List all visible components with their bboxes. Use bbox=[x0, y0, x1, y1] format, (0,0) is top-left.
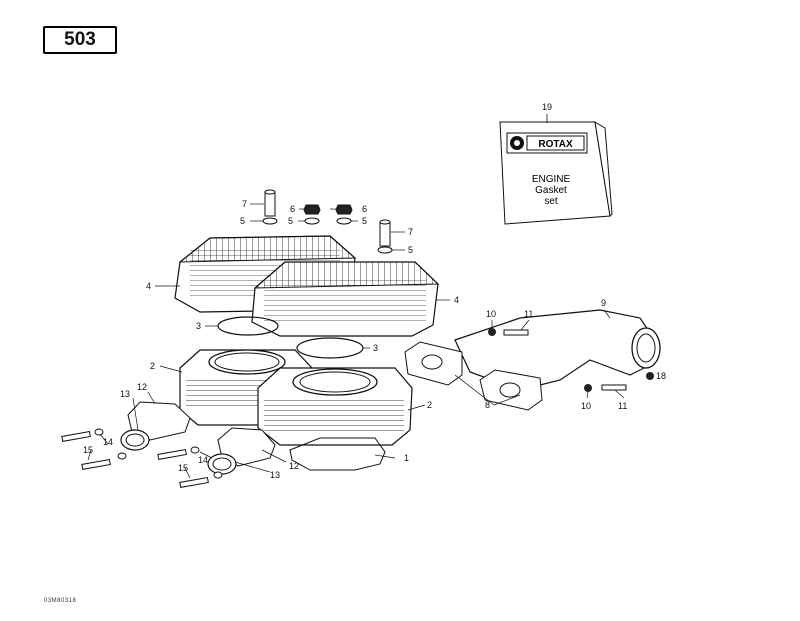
head-spacer-left bbox=[264, 189, 276, 217]
head-spacer-right bbox=[379, 219, 391, 247]
cylinder-right bbox=[257, 367, 413, 446]
callout-9: 9 bbox=[601, 298, 606, 308]
washers bbox=[262, 217, 393, 254]
callout-12-right: 12 bbox=[289, 461, 299, 471]
cylinder-head-right bbox=[251, 261, 440, 337]
callout-2-left: 2 bbox=[150, 361, 155, 371]
engine-gasket-set-box: ROTAX ENGINE Gasket set bbox=[499, 114, 613, 225]
callout-2-right: 2 bbox=[427, 400, 432, 410]
callout-6-a: 6 bbox=[290, 204, 295, 214]
callout-12-left: 12 bbox=[137, 382, 147, 392]
callout-15-right: 15 bbox=[178, 463, 188, 473]
callout-5-a: 5 bbox=[240, 216, 245, 226]
rotax-brand-text: ROTAX bbox=[538, 139, 573, 150]
callout-7-left: 7 bbox=[242, 199, 247, 209]
gasket-line-3: set bbox=[544, 196, 558, 207]
callout-13-left: 13 bbox=[120, 389, 130, 399]
callout-8: 8 bbox=[485, 400, 490, 410]
intake-socket-left bbox=[120, 401, 191, 451]
callout-6-b: 6 bbox=[362, 204, 367, 214]
callout-10-bottom: 10 bbox=[581, 401, 591, 411]
callout-7-right: 7 bbox=[408, 227, 413, 237]
nuts bbox=[303, 204, 353, 215]
callouts: 1 2 2 3 3 4 4 5 5 5 5 6 6 7 7 8 9 10 10 … bbox=[83, 102, 666, 480]
gasket-line-1: ENGINE bbox=[532, 174, 571, 185]
intake-socket-right bbox=[207, 427, 276, 475]
callout-5-b: 5 bbox=[288, 216, 293, 226]
figure-code: 03M80318 bbox=[44, 598, 77, 604]
cylinder-base-gasket bbox=[289, 437, 386, 471]
callout-19: 19 bbox=[542, 102, 552, 112]
callout-18: 18 bbox=[656, 371, 666, 381]
leader-lines bbox=[87, 203, 625, 479]
callout-4-right: 4 bbox=[454, 295, 459, 305]
intake-bolts bbox=[61, 428, 223, 488]
callout-15-left: 15 bbox=[83, 445, 93, 455]
callout-3-left: 3 bbox=[196, 321, 201, 331]
callout-11-top: 11 bbox=[524, 309, 533, 319]
o-ring-right bbox=[296, 337, 364, 359]
callout-4-left: 4 bbox=[146, 281, 151, 291]
callout-14-right: 14 bbox=[198, 455, 208, 465]
exhaust-gaskets bbox=[404, 341, 543, 411]
manifold-fasteners bbox=[488, 328, 654, 392]
callout-1: 1 bbox=[404, 453, 409, 463]
page-number-box: 503 bbox=[43, 26, 117, 54]
callout-11-bottom: 11 bbox=[618, 401, 627, 411]
callout-10-top: 10 bbox=[486, 309, 496, 319]
callout-5-d: 5 bbox=[408, 245, 413, 255]
gasket-line-2: Gasket bbox=[535, 185, 567, 196]
callout-5-c: 5 bbox=[362, 216, 367, 226]
callout-13-right: 13 bbox=[270, 470, 280, 480]
callout-14-left: 14 bbox=[103, 437, 113, 447]
callout-3-right: 3 bbox=[373, 343, 378, 353]
